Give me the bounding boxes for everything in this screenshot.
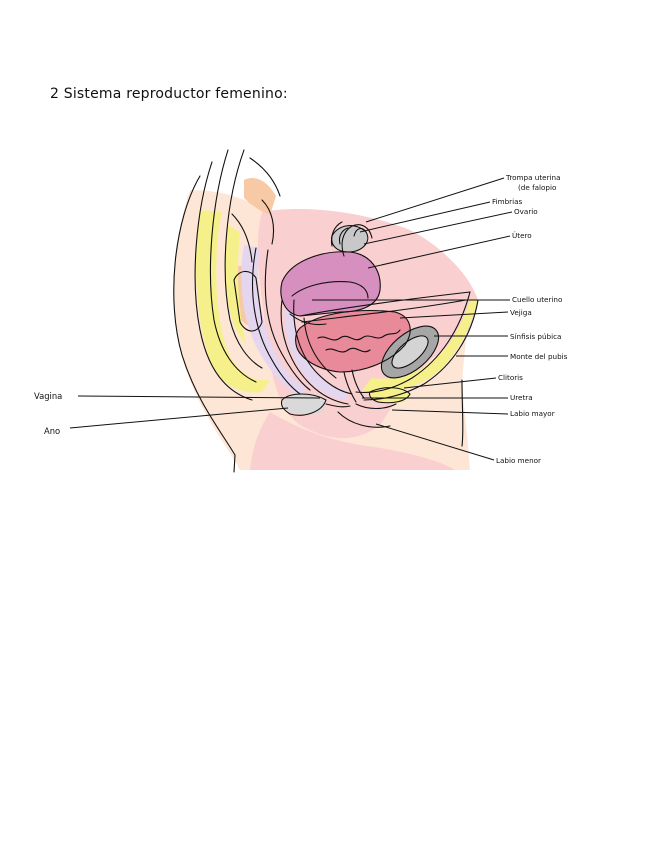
sacrum-line	[231, 213, 253, 263]
sacrum-line-2	[261, 199, 275, 245]
anterior-fat	[362, 300, 478, 393]
front-outline	[461, 379, 464, 447]
back-line-3	[209, 149, 257, 383]
vagina-line-2	[293, 299, 353, 395]
label-ano: Ano	[44, 426, 60, 436]
leader-labio-mayor	[391, 409, 509, 415]
rectum-line-1	[251, 247, 301, 395]
leader-fimbrias	[359, 201, 491, 233]
bladder-rugae	[317, 329, 401, 341]
page-title: 2 Sistema reproductor femenino:	[50, 86, 288, 102]
back-line-2	[194, 161, 253, 401]
leader-clitoris	[403, 377, 497, 389]
leader-labio-menor	[375, 423, 495, 461]
label-trompa-2: (de falopio	[518, 183, 556, 192]
bladder	[295, 310, 411, 372]
pubic-outline	[380, 325, 440, 379]
label-uretra: Uretra	[510, 393, 533, 402]
label-sinfisis: Sínfisis púbica	[510, 332, 561, 341]
abdominal-wall-1	[299, 291, 471, 317]
bladder-outline	[295, 310, 411, 373]
label-labio-mayor: Labio mayor	[510, 409, 555, 418]
label-cuello: Cuello uterino	[512, 295, 562, 304]
urethra-2	[351, 369, 365, 399]
back-line-1	[173, 175, 236, 473]
posterior-fat-inner	[224, 225, 246, 345]
ovary	[331, 225, 368, 252]
anatomy-outlines	[173, 149, 479, 473]
bladder-rugae-2	[325, 347, 371, 353]
back-line-4	[224, 149, 263, 369]
leader-ano	[69, 407, 289, 429]
label-utero: Útero	[512, 231, 532, 240]
abdominal-wall-3	[355, 291, 471, 394]
urethra	[343, 371, 357, 403]
abdominal-wall-2	[301, 299, 467, 323]
leader-utero	[367, 235, 511, 269]
label-labio-menor: Labio menor	[496, 456, 541, 465]
posterior-fat	[195, 210, 270, 393]
pubic-outline-inner	[391, 335, 429, 369]
leader-vagina	[77, 395, 321, 399]
labium-major-outline	[355, 403, 397, 410]
pubic-symphysis-inner	[391, 335, 429, 369]
uterine-cavity	[291, 281, 369, 299]
anus-outline	[280, 393, 327, 416]
vagina-line-1	[280, 299, 349, 405]
label-vagina: Vagina	[34, 391, 62, 401]
cervix-line	[289, 313, 327, 326]
label-ovario: Ovario	[514, 207, 538, 216]
labels: Trompa uterina (de falopio Fimbrias Ovar…	[34, 173, 568, 465]
leader-lines	[69, 177, 513, 461]
leader-trompa	[365, 177, 505, 223]
leader-vejiga	[399, 311, 509, 319]
ovary-outline	[331, 225, 369, 253]
perineum-line	[325, 403, 351, 408]
sacrum-top	[249, 157, 281, 197]
label-vejiga: Vejiga	[510, 308, 532, 317]
perineum-tissue	[250, 412, 455, 470]
label-clitoris: Clitoris	[498, 373, 523, 382]
label-fimbrias: Fimbrias	[492, 197, 523, 206]
leader-ovario	[363, 211, 513, 245]
rectum-wall	[241, 245, 306, 396]
label-monte: Monte del pubis	[510, 352, 568, 361]
anal-canal	[284, 394, 326, 415]
rectum-line-2	[264, 249, 311, 391]
sacrum-bone	[244, 177, 276, 215]
uterus-outline	[280, 251, 381, 317]
coccyx	[233, 270, 263, 332]
label-trompa-1: Trompa uterina	[505, 173, 561, 182]
